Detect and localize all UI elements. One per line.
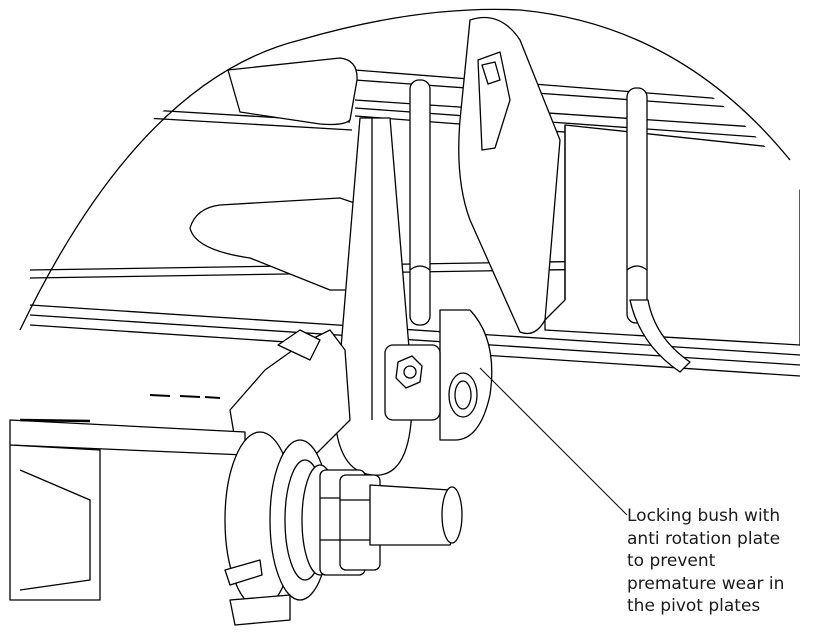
- upper-left-tab: [227, 57, 358, 126]
- bracket-plate: [544, 124, 800, 346]
- detail-view-boundary: [19, 8, 791, 331]
- callout-label: Locking bush with anti rotation plate to…: [627, 506, 785, 616]
- callout-leader-line: [479, 367, 628, 516]
- swing-arm-plate: [458, 16, 561, 335]
- vertical-pins: [409, 79, 691, 373]
- lower-frame: [9, 394, 246, 601]
- hex-nut-bush: [384, 344, 441, 421]
